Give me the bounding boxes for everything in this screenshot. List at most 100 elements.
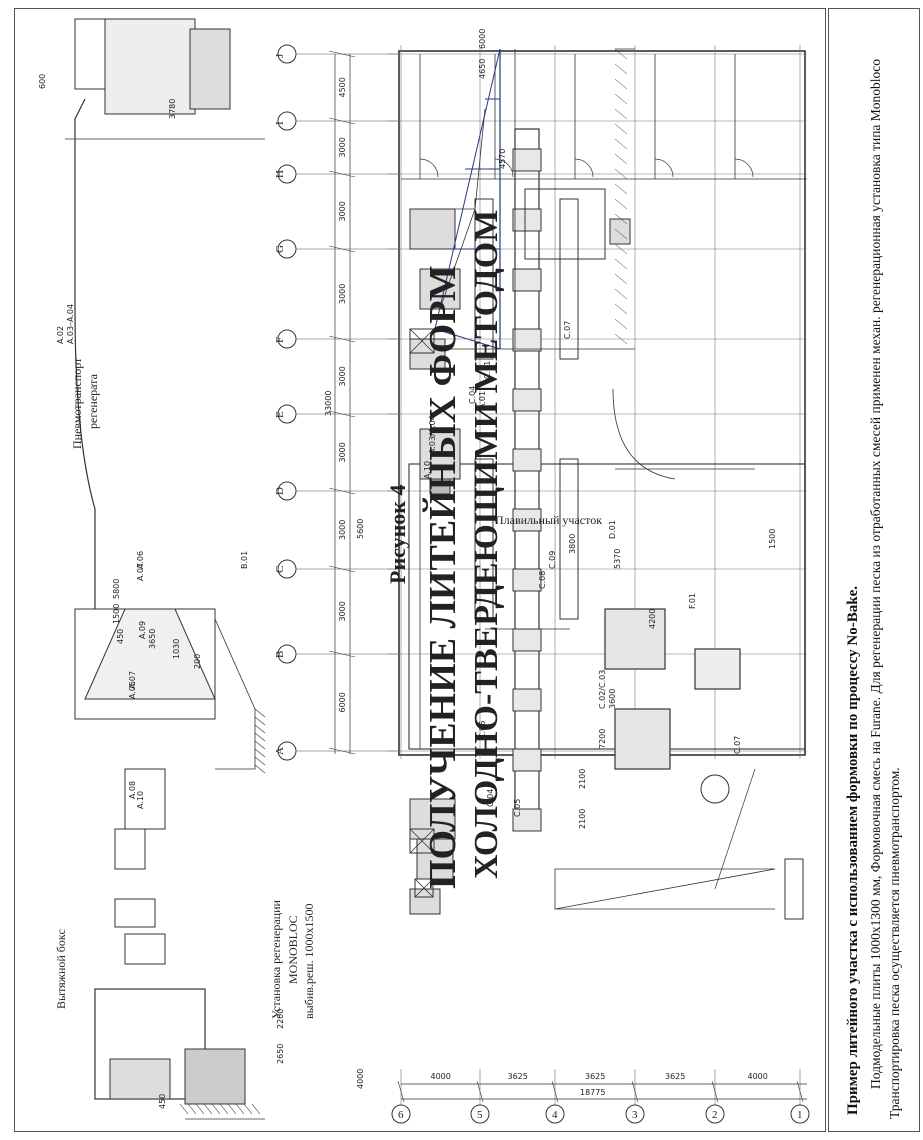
drawing-line — [243, 1103, 253, 1115]
drawing-line — [614, 153, 628, 165]
equipment-block — [419, 428, 461, 480]
drawing-line — [409, 328, 435, 354]
grid-column-letter: C — [274, 566, 286, 573]
drawing-line — [614, 198, 628, 210]
span-dimension: 3000 — [338, 520, 347, 540]
drawing-line — [328, 245, 356, 253]
moulding-conveyor-line — [514, 128, 540, 830]
pouring-track — [474, 458, 494, 620]
elevation-equipment — [524, 188, 606, 260]
drawing-line — [711, 1080, 719, 1103]
span-dimension: 3000 — [338, 442, 347, 462]
drawing-line — [476, 1080, 484, 1103]
span-dimension: 4500 — [338, 77, 347, 97]
mixer-motor — [114, 828, 146, 870]
drawing-line — [254, 764, 266, 774]
drawing-line — [614, 243, 628, 255]
drawing-line — [219, 1103, 229, 1115]
equipment-label-d4570: 4570 — [498, 149, 507, 169]
equipment-label-d200: 200 — [193, 654, 202, 669]
grid-column-letter: D — [274, 487, 286, 495]
equipment-block — [416, 838, 454, 880]
fan-unit — [189, 28, 231, 110]
unit-F01 — [694, 648, 741, 690]
regen-plant-model: MONOBLOC — [286, 915, 300, 984]
equipment-label-a10: A.10 — [423, 461, 432, 479]
drawing-line — [714, 768, 756, 890]
conveyor-station — [512, 508, 542, 532]
door-swing — [419, 158, 439, 178]
drawing-line — [614, 303, 628, 315]
caption-body: Подмодельные плиты 1000х1300 мм, Формово… — [868, 58, 902, 1119]
drawing-line — [414, 878, 434, 898]
drawing-line — [614, 183, 628, 195]
pneumo-transport-label-2: регенерата — [86, 373, 100, 429]
drawing-line — [254, 740, 266, 750]
equipment-label-d3800: 3800 — [568, 534, 577, 554]
equipment-label-a05: A.05 — [128, 681, 137, 699]
drawing-line — [254, 716, 266, 726]
equipment-label-f01: F.01 — [688, 593, 697, 609]
equipment-label-d450b: 450 — [158, 1094, 167, 1109]
drawing-line — [179, 1103, 189, 1115]
grid-column-letter: A — [274, 747, 286, 755]
watermark-line-1: Рисунок 4 — [385, 485, 410, 584]
drawing-line — [614, 258, 628, 270]
drawing-line — [614, 63, 628, 75]
conveyor-station — [512, 148, 542, 172]
drawing-line — [614, 168, 628, 180]
drawing-line — [614, 78, 628, 90]
grid-row-number: 2 — [712, 1109, 718, 1121]
small-unit — [114, 898, 156, 928]
equipment-label-d5800: 5800 — [112, 579, 121, 599]
drawing-line — [254, 732, 266, 742]
pneumatic-pipe — [74, 308, 96, 609]
equipment-label-c05: C.05 — [513, 799, 522, 817]
drawing-line — [614, 288, 628, 300]
equipment-label-d3600: 3600 — [608, 689, 617, 709]
grid-row-number: 4 — [552, 1109, 558, 1121]
drawing-line — [614, 108, 628, 120]
pneumo-transport-label: Пневмотранспорт — [70, 357, 84, 449]
equipment-label-d4650: 4650 — [478, 59, 487, 79]
door-swing — [574, 158, 594, 178]
watermark-line-3: ХОЛОДНО-ТВЕРДЕЮЩИМИ МЕТОДОМ — [468, 210, 505, 879]
equipment-block — [419, 268, 461, 310]
caption-title: Пример литейного участка с использование… — [845, 586, 861, 1115]
conveyor-station — [512, 208, 542, 232]
drawing-line — [328, 650, 356, 658]
drawing-line — [195, 1103, 205, 1115]
equipment-label-c04: C.04 — [468, 386, 477, 404]
drawing-line — [227, 1103, 237, 1115]
drawing-line — [328, 747, 356, 755]
equipment-label-d600: 600 — [38, 74, 47, 89]
equipment-label-d2100b: 2100 — [578, 769, 587, 789]
equipment-label-d1500b: 1500 — [112, 604, 121, 624]
watermark-line-2: ПОЛУЧЕНИЕ ЛИТЕЙНЫХ ФОРМ — [422, 265, 464, 889]
drawing-line — [796, 1080, 804, 1103]
equipment-label-a09: A.09 — [138, 621, 147, 639]
equipment-label-d4200: 4200 — [648, 609, 657, 629]
zone-label-melting: Плавильный участок — [495, 513, 602, 527]
crossed-equipment — [414, 878, 434, 898]
drawing-line — [254, 724, 266, 734]
equipment-label-c02c03: C.02/C.03 — [598, 670, 607, 709]
unit-D01b — [614, 708, 671, 770]
regen-plant — [109, 1058, 171, 1100]
equipment-label-c06: C.06 — [478, 721, 487, 739]
drawing-line — [631, 1080, 639, 1103]
span-dimension: 3000 — [338, 201, 347, 221]
equipment-block — [409, 338, 446, 370]
equipment-label-c07b: C.07 — [563, 321, 572, 339]
conveyor-station — [512, 568, 542, 592]
conveyor-station — [512, 388, 542, 412]
equipment-label-a07: A.07 — [136, 563, 145, 581]
grid-row-number: 3 — [632, 1109, 638, 1121]
row-span-dimension: 4000 — [748, 1072, 768, 1081]
equipment-label-c08: C.08 — [538, 571, 547, 589]
equipment-block — [409, 208, 456, 250]
building-outline — [398, 50, 806, 756]
equipment-label-d1500: 1500 — [768, 529, 777, 549]
